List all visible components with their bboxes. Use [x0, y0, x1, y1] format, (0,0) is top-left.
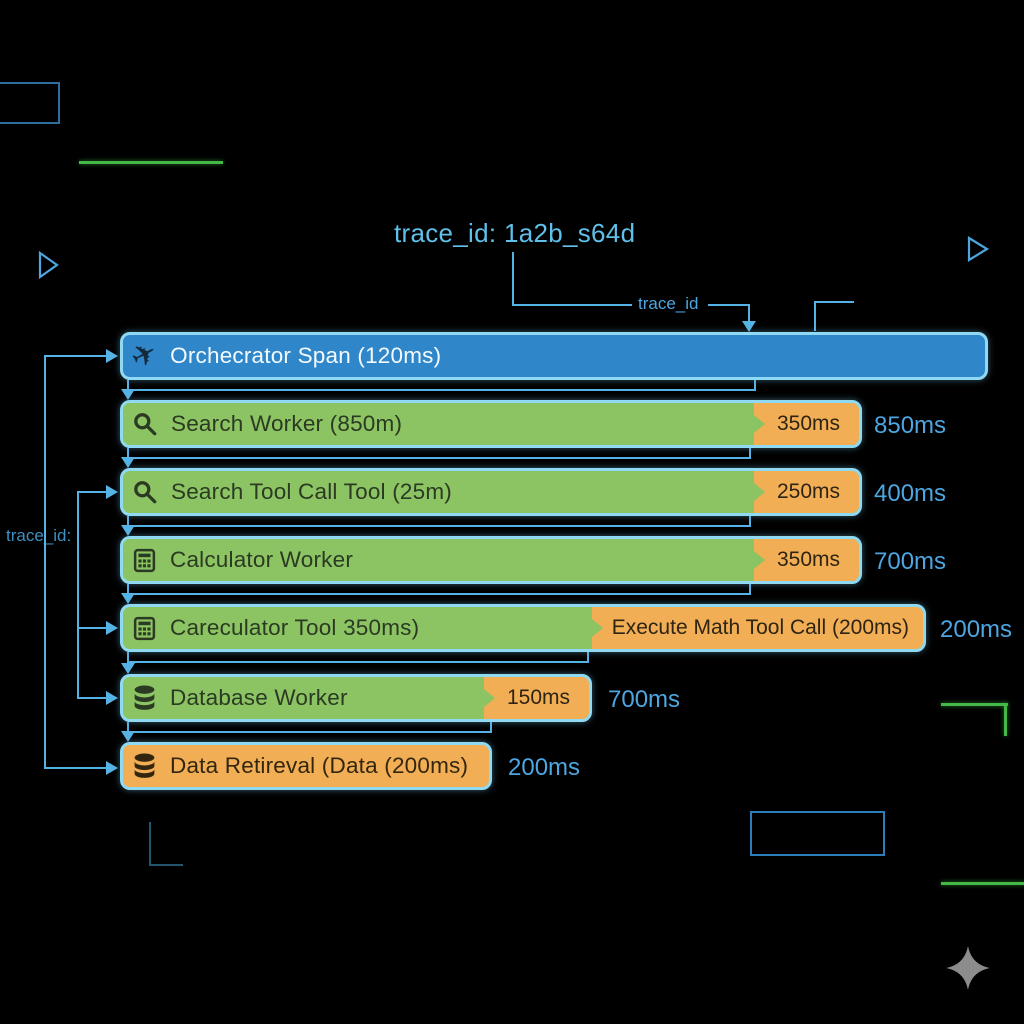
database-icon — [132, 685, 157, 712]
pointer-trace-id-label: trace_id — [638, 294, 699, 313]
duration-bracket — [127, 389, 756, 391]
side-trace-id-label: trace_id: — [6, 526, 72, 545]
duration-bracket — [587, 652, 589, 663]
calculator-icon — [132, 548, 157, 573]
plane-icon: ✈ — [125, 335, 164, 377]
decor-green-corner — [1004, 703, 1007, 736]
span-bar-data-retrieval[interactable]: Data Retireval (Data (200ms) — [120, 742, 492, 790]
search-icon — [132, 479, 158, 505]
span-duration-label: 850ms — [874, 412, 947, 439]
span-bar-search-tool-call[interactable]: Search Tool Call Tool (25m) 250ms — [120, 468, 862, 516]
pointer-line — [748, 304, 750, 322]
trace-id-title: trace_id: 1a2b_s64d — [394, 218, 636, 248]
decor-green-line — [79, 161, 223, 164]
arrow-down-icon — [121, 731, 135, 742]
search-icon — [132, 411, 158, 437]
decor-green-corner — [941, 703, 1008, 706]
duration-bracket — [127, 661, 589, 663]
duration-bracket — [127, 457, 751, 459]
left-connector-inner — [77, 627, 106, 629]
left-connector-inner — [77, 491, 79, 699]
child-connector — [127, 584, 129, 596]
span-label: Careculator Tool 350ms) — [170, 615, 420, 640]
span-label: Calculator Worker — [170, 547, 354, 572]
child-connector — [127, 516, 129, 528]
decor-corner-bracket — [149, 822, 151, 866]
pointer-line — [708, 304, 750, 306]
pointer-line — [512, 304, 632, 306]
child-connector — [127, 722, 129, 734]
arrow-right-icon — [106, 621, 118, 635]
child-connector — [127, 448, 129, 460]
duration-bracket — [754, 380, 756, 391]
arrow-right-icon — [106, 349, 118, 363]
duration-bracket — [127, 525, 751, 527]
arrow-down-icon — [121, 389, 135, 400]
arrow-right-icon — [106, 485, 118, 499]
span-label: Orchecrator Span (120ms) — [170, 343, 442, 368]
span-label: Data Retireval (Data (200ms) — [170, 753, 469, 778]
child-connector — [127, 380, 129, 392]
duration-bracket — [749, 516, 751, 527]
corner-bracket — [814, 301, 816, 331]
left-connector-outer — [44, 355, 46, 769]
database-icon — [132, 753, 157, 780]
span-duration-label: 200ms — [940, 616, 1013, 643]
duration-badge: 150ms — [483, 677, 589, 719]
duration-badge: 250ms — [753, 471, 859, 513]
execute-math-badge: Execute Math Tool Call (200ms) — [591, 607, 923, 649]
decor-rectangle — [750, 811, 885, 856]
span-bar-search-worker[interactable]: Search Worker (850m) 350ms — [120, 400, 862, 448]
duration-badge: 350ms — [753, 403, 859, 445]
span-label: Search Worker (850m) — [171, 411, 403, 436]
calculator-icon — [132, 616, 157, 641]
left-connector-outer — [44, 767, 106, 769]
span-label: Database Worker — [170, 685, 348, 710]
span-duration-label: 200ms — [508, 754, 581, 781]
play-triangle-icon — [967, 236, 991, 267]
duration-bracket — [749, 584, 751, 595]
left-connector-inner — [77, 491, 106, 493]
left-connector-outer — [44, 355, 106, 357]
duration-bracket — [127, 593, 751, 595]
span-bar-careculator-tool[interactable]: Careculator Tool 350ms) Execute Math Too… — [120, 604, 926, 652]
pointer-line — [512, 252, 514, 306]
sparkle-icon — [945, 945, 991, 996]
arrow-down-icon — [742, 321, 756, 332]
arrow-down-icon — [121, 525, 135, 536]
duration-bracket — [490, 722, 492, 733]
span-bar-database-worker[interactable]: Database Worker 150ms — [120, 674, 592, 722]
duration-badge: 350ms — [753, 539, 859, 581]
decor-green-line — [941, 882, 1024, 885]
left-connector-inner — [77, 697, 106, 699]
span-bar-orchestrator[interactable]: ✈ Orchecrator Span (120ms) — [120, 332, 988, 380]
span-duration-label: 400ms — [874, 480, 947, 507]
span-duration-label: 700ms — [608, 686, 681, 713]
decor-corner-bracket — [149, 864, 183, 866]
span-bar-calculator-worker[interactable]: Calculator Worker 350ms — [120, 536, 862, 584]
child-connector — [127, 652, 129, 666]
duration-bracket — [749, 448, 751, 459]
decor-rectangle — [0, 82, 60, 124]
arrow-down-icon — [121, 663, 135, 674]
span-label: Search Tool Call Tool (25m) — [171, 479, 452, 504]
span-duration-label: 700ms — [874, 548, 947, 575]
duration-bracket — [127, 731, 492, 733]
arrow-right-icon — [106, 691, 118, 705]
arrow-down-icon — [121, 593, 135, 604]
corner-bracket — [814, 301, 854, 303]
arrow-right-icon — [106, 761, 118, 775]
arrow-down-icon — [121, 457, 135, 468]
play-triangle-icon — [38, 250, 60, 284]
